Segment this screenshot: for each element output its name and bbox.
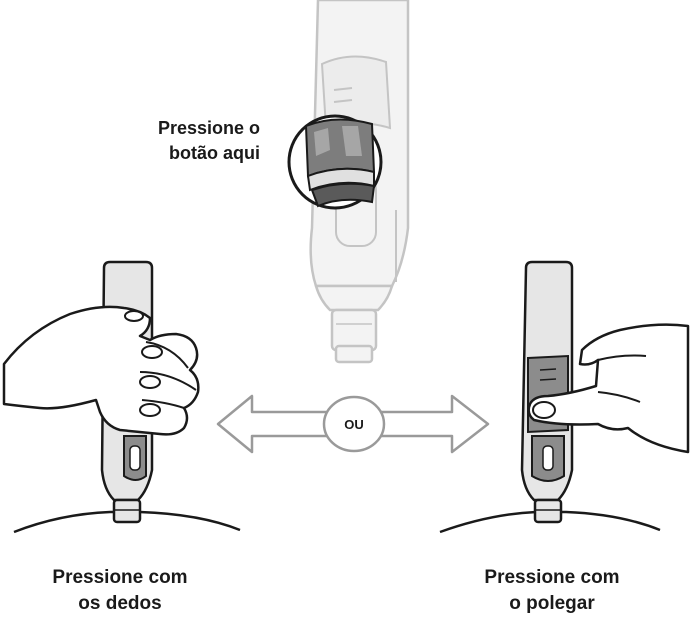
fingernail [139,403,161,417]
pen-injector-button-icon [287,0,410,364]
fingernail [139,375,161,389]
left-hand-palm [2,305,200,436]
right-pen-needle-cap [533,498,563,524]
thumb-line-1: Pressione com [484,567,620,588]
button-icon [304,118,376,208]
or-bubble [322,395,386,453]
fingers-line-1: Pressione com [52,567,188,588]
thumbnail [532,401,556,419]
fingernail [124,310,144,322]
hand-thumb-pressing-pen-icon [439,260,690,534]
fingers-caption: Pressione com os dedos [20,565,220,617]
press-button-line-1: Pressione o [157,118,260,138]
hand-fingers-pressing-pen-icon [2,260,241,534]
faded-pen-neck [314,284,394,312]
thumb-caption: Pressione com o polegar [452,565,652,617]
or-label: OU [344,417,364,432]
press-button-line-2: botão aqui [169,143,260,163]
faded-needle-cap [330,308,378,352]
double-arrow-icon: OU [216,394,490,454]
fingers-line-2: os dedos [78,593,162,614]
press-button-caption: Pressione o botão aqui [128,116,260,166]
left-pen-needle-cap [112,498,142,524]
thumb-line-2: o polegar [509,593,595,614]
right-hand [527,323,690,454]
fingernail [141,345,163,359]
